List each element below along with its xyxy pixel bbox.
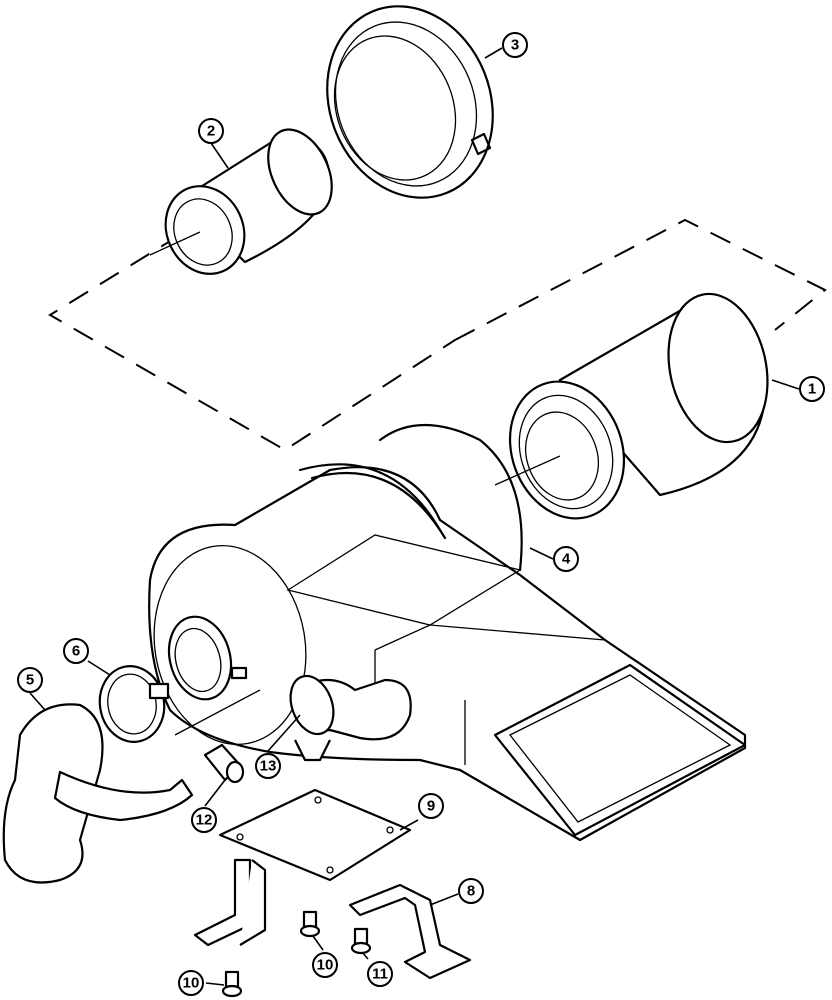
svg-text:12: 12	[196, 812, 213, 829]
callout-6: 6	[63, 638, 89, 664]
support-bracket	[348, 883, 472, 980]
svg-text:1: 1	[808, 381, 816, 398]
air-cleaner-housing	[148, 463, 747, 842]
callout-1: 1	[799, 376, 825, 402]
safety-filter-element	[149, 128, 333, 275]
mounting-plate	[193, 788, 412, 947]
callout-10-right: 10	[312, 952, 338, 978]
housing-seal-ring	[378, 424, 523, 572]
svg-text:4: 4	[562, 551, 571, 568]
svg-text:11: 11	[372, 966, 388, 983]
callout-10-left: 10	[178, 970, 204, 996]
intake-hose	[2, 703, 104, 884]
breather-tube	[53, 770, 194, 822]
leader-lines	[29, 47, 800, 986]
restriction-indicator	[174, 689, 261, 784]
svg-text:10: 10	[183, 975, 200, 992]
hose-clamp	[98, 665, 170, 743]
callout-11: 11	[367, 961, 393, 987]
bolt	[299, 910, 321, 938]
svg-text:2: 2	[207, 123, 215, 140]
callout-8: 8	[458, 878, 484, 904]
callout-4: 4	[553, 546, 579, 572]
primary-filter-element	[494, 292, 769, 520]
callout-3: 3	[502, 32, 528, 58]
svg-text:8: 8	[467, 883, 475, 900]
bolt	[221, 970, 243, 998]
svg-text:13: 13	[260, 758, 277, 775]
assembly-dashed-outline	[48, 234, 456, 452]
svg-text:5: 5	[26, 672, 34, 689]
callout-9: 9	[418, 793, 444, 819]
callout-13: 13	[255, 753, 281, 779]
callout-2: 2	[198, 118, 224, 144]
svg-text:9: 9	[427, 798, 435, 815]
callout-5: 5	[17, 667, 43, 693]
air-cleaner-cover	[326, 5, 494, 199]
svg-text:10: 10	[317, 957, 334, 974]
bolt	[350, 927, 372, 955]
callout-12: 12	[191, 807, 217, 833]
svg-text:3: 3	[511, 37, 519, 54]
svg-text:6: 6	[72, 643, 80, 660]
assembly-dashed-outline-right	[454, 218, 827, 341]
